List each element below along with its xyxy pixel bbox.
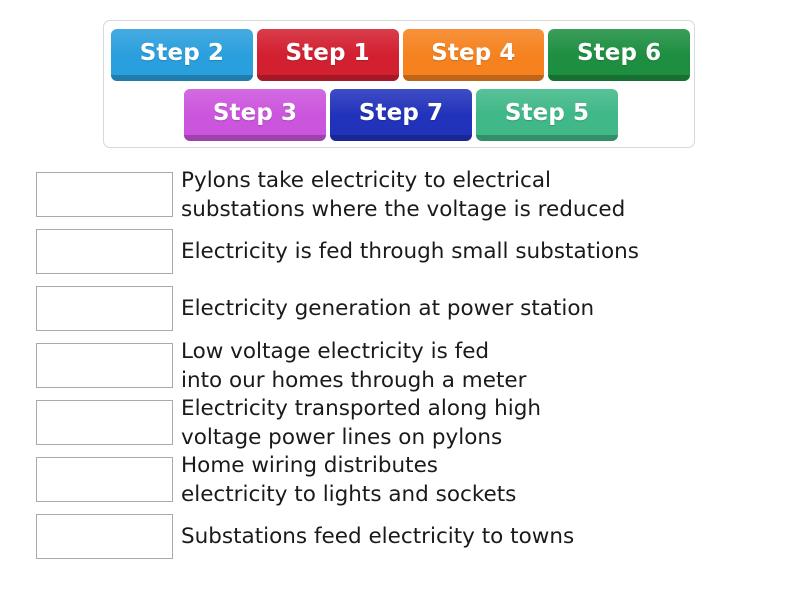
answer-row: Electricity transported along high volta… [36,394,776,451]
answer-row: Electricity is fed through small substat… [36,223,776,280]
tile-label: Step 4 [431,40,516,66]
tile-shade [256,75,399,81]
answer-text: Electricity transported along high volta… [181,395,541,450]
answer-row: Low voltage electricity is fed into our … [36,337,776,394]
tile-label: Step 2 [139,40,224,66]
tile-step-7[interactable]: Step 7 [330,89,472,141]
tile-label: Step 1 [285,40,370,66]
answer-row: Substations feed electricity to towns [36,508,776,565]
tile-step-3[interactable]: Step 3 [184,89,326,141]
tile-label: Step 7 [358,100,444,126]
tile-shade [111,75,253,81]
tile-step-2[interactable]: Step 2 [111,29,253,81]
answer-text: Electricity is fed through small substat… [181,239,639,264]
tile-step-4[interactable]: Step 4 [402,29,545,81]
answer-text: Home wiring distributes electricity to l… [181,452,517,507]
tile-gloss [111,29,253,55]
answer-text: Electricity generation at power station [181,296,595,321]
tile-gloss [256,29,399,55]
tile-step-5[interactable]: Step 5 [476,89,618,141]
tile-gloss [548,29,690,55]
answer-list: Pylons take electricity to electrical su… [36,166,776,565]
tile-shade [402,75,545,81]
tile-shade [184,135,326,141]
tile-row-2: Step 3 Step 7 Step 5 [104,89,694,145]
answer-row: Electricity generation at power station [36,280,776,337]
answer-text: Substations feed electricity to towns [181,524,575,549]
answer-row: Home wiring distributes electricity to l… [36,451,776,508]
tile-row-1: Step 2 Step 1 Step 4 Step 6 [104,29,694,85]
tile-gloss [330,89,472,115]
answer-text: Pylons take electricity to electrical su… [181,167,626,222]
tile-label: Step 5 [504,100,590,126]
tile-gloss [184,89,326,115]
tile-step-1[interactable]: Step 1 [256,29,399,81]
drop-box[interactable] [36,343,173,388]
drop-box[interactable] [36,457,173,502]
tile-tray: Step 2 Step 1 Step 4 Step 6 Step 3 Step … [103,20,695,148]
tile-gloss [402,29,545,55]
drop-box[interactable] [36,514,173,559]
tile-shade [548,75,690,81]
drop-box[interactable] [36,286,173,331]
drop-box[interactable] [36,229,173,274]
answer-row: Pylons take electricity to electrical su… [36,166,776,223]
tile-shade [476,135,618,141]
tile-label: Step 3 [212,100,298,126]
drop-box[interactable] [36,172,173,217]
answer-text: Low voltage electricity is fed into our … [181,338,527,393]
drop-box[interactable] [36,400,173,445]
tile-label: Step 6 [577,40,662,66]
tile-shade [330,135,472,141]
tile-gloss [476,89,618,115]
tile-step-6[interactable]: Step 6 [548,29,690,81]
